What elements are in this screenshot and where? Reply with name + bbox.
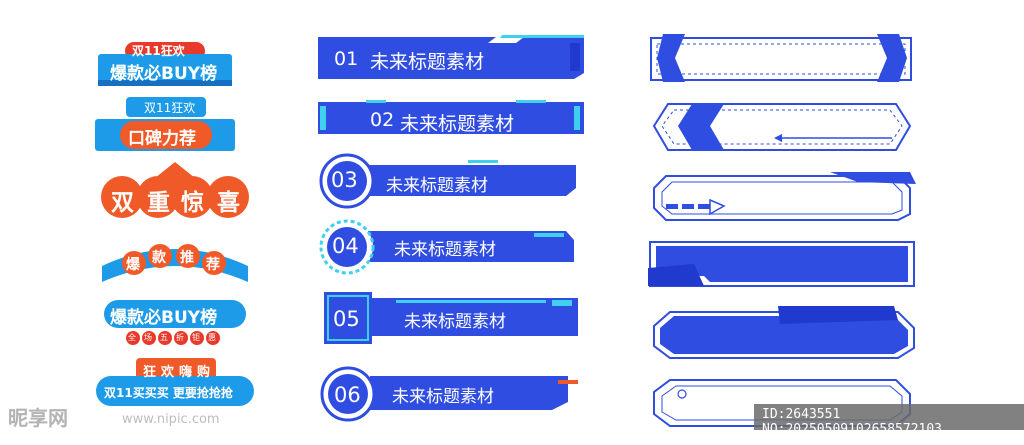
badge-sub-char: 折 xyxy=(176,333,184,342)
frame-chevron-arrow xyxy=(652,103,912,151)
title-bar-text: 未来标题素材 xyxy=(392,387,494,407)
badge-tag: 双11狂欢 xyxy=(132,44,185,58)
title-bar-number: 01 xyxy=(334,48,359,70)
title-bar-number: 05 xyxy=(333,307,360,331)
badge-sub-char: 惠 xyxy=(208,333,216,342)
frame-hex-panel xyxy=(653,306,915,359)
title-bar-number: 06 xyxy=(334,383,361,407)
title-bar-text: 未来标题素材 xyxy=(370,51,485,73)
badge-sub-char: 钜 xyxy=(192,333,200,342)
badge-char: 嗨 xyxy=(179,365,193,380)
badge-sub-char: 场 xyxy=(144,333,152,342)
badge-main-text: 口碑力荐 xyxy=(128,129,196,149)
frame-solid-panel xyxy=(648,241,915,287)
title-bar-04-shape xyxy=(319,219,574,275)
badge-char: 款 xyxy=(152,250,166,266)
title-bar-text: 未来标题素材 xyxy=(394,240,496,260)
badge-sub-char: 五 xyxy=(160,333,168,342)
badge-crazy-shopping-shape xyxy=(96,358,254,406)
title-bar-text: 未来标题素材 xyxy=(404,312,506,332)
badge-char: 惊 xyxy=(181,190,204,216)
title-bar-06-shape xyxy=(320,366,578,422)
badge-double-surprise-shape xyxy=(101,162,249,218)
badge-word-of-mouth-shape xyxy=(95,97,235,151)
title-bar-05-shape xyxy=(324,292,578,344)
badge-char: 购 xyxy=(197,365,211,380)
badge-main-text: 爆款必BUY榜 xyxy=(110,64,218,84)
badge-tag: 双11狂欢 xyxy=(144,101,196,115)
badge-char: 喜 xyxy=(217,190,240,216)
title-bar-02-shape xyxy=(318,100,584,134)
badge-buy-list-2-shape xyxy=(104,300,246,345)
badge-char: 荐 xyxy=(206,257,220,273)
watermark-id-bar xyxy=(754,404,1024,430)
badge-buy-list-1-shape xyxy=(98,42,232,86)
badge-sub-char: 全 xyxy=(128,333,136,342)
badge-char: 双 xyxy=(111,190,134,216)
frame-bar-arrow xyxy=(653,172,916,221)
badge-char: 重 xyxy=(147,190,170,216)
watermark-url: www.nipic.com xyxy=(122,412,220,427)
badge-line-text: 双11买买买 更要抢抢抢 xyxy=(104,386,233,400)
title-bar-01-shape xyxy=(318,35,584,79)
watermark-id: ID:2643551 NO:20250509102658572103 xyxy=(762,407,943,437)
title-bar-text: 未来标题素材 xyxy=(400,113,515,135)
badge-main-text: 爆款必BUY榜 xyxy=(110,308,218,328)
badge-char: 狂 xyxy=(143,365,157,380)
frame-arrow-tabs xyxy=(650,34,912,82)
watermark-logo: 昵享网 xyxy=(8,406,68,430)
title-bar-number: 02 xyxy=(370,109,395,131)
title-bar-text: 未来标题素材 xyxy=(386,176,488,196)
title-bar-number: 03 xyxy=(331,168,358,192)
title-bar-03-shape xyxy=(319,153,576,209)
badge-char: 推 xyxy=(180,250,194,266)
badge-hot-recommend-shape xyxy=(102,244,248,282)
badge-char: 爆 xyxy=(126,257,140,273)
title-bar-number: 04 xyxy=(332,234,359,258)
badge-char: 欢 xyxy=(161,365,175,380)
